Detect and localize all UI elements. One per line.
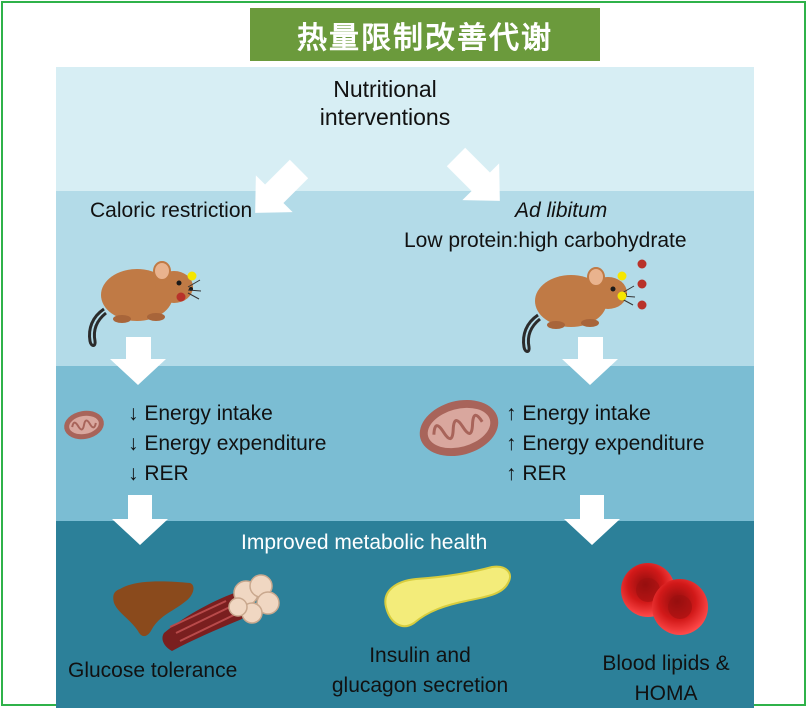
food-pellet-icon — [637, 300, 647, 310]
food-pellet-icon — [176, 292, 186, 302]
red-blood-cell-icon — [652, 579, 708, 635]
arrow-icon — [255, 159, 309, 213]
food-pellet-icon — [617, 271, 627, 281]
diagram-panel: Nutritional interventions Caloric restri… — [56, 67, 754, 708]
diet-composition-label: Low protein:high carbohydrate — [404, 229, 687, 252]
right-effects-list: ↑ Energy intake ↑ Energy expenditure ↑ R… — [506, 402, 705, 485]
arrow-icon — [110, 337, 166, 385]
arrow-icon — [446, 147, 500, 201]
arrow-icon — [564, 495, 620, 545]
band-interventions — [56, 67, 754, 191]
mouse-icon — [88, 261, 202, 347]
insulin-glucagon-label: Insulin and glucagon secretion — [331, 644, 509, 697]
muscle-icon — [162, 591, 248, 651]
title-banner: 热量限制改善代谢 — [250, 8, 600, 61]
mitochondria-icon — [419, 399, 499, 457]
blood-lipids-label: Blood lipids & HOMA — [602, 652, 730, 705]
pancreas-icon — [384, 565, 511, 628]
adipose-icon — [228, 574, 280, 624]
mouse-icon — [522, 267, 636, 353]
diagram-graphics — [64, 147, 708, 651]
caloric-restriction-heading: Caloric restriction — [90, 199, 253, 222]
ad-libitum-heading: Ad libitum — [515, 199, 608, 222]
outcome-label: Improved metabolic health — [241, 531, 488, 554]
liver-icon — [113, 581, 194, 637]
title-text: 热量限制改善代谢 — [297, 20, 553, 56]
glucose-tolerance-label: Glucose tolerance — [68, 659, 238, 682]
food-pellet-icon — [637, 279, 647, 289]
band-effects — [56, 366, 754, 521]
mitochondria-icon — [64, 410, 104, 440]
food-pellet-icon — [187, 271, 197, 281]
food-pellet-icon — [637, 259, 647, 269]
arrow-icon — [562, 337, 618, 385]
food-pellet-icon — [617, 291, 627, 301]
interventions-label: Nutritional interventions — [319, 76, 451, 130]
arrow-icon — [112, 495, 168, 545]
left-effects-list: ↓ Energy intake ↓ Energy expenditure ↓ R… — [128, 402, 327, 485]
